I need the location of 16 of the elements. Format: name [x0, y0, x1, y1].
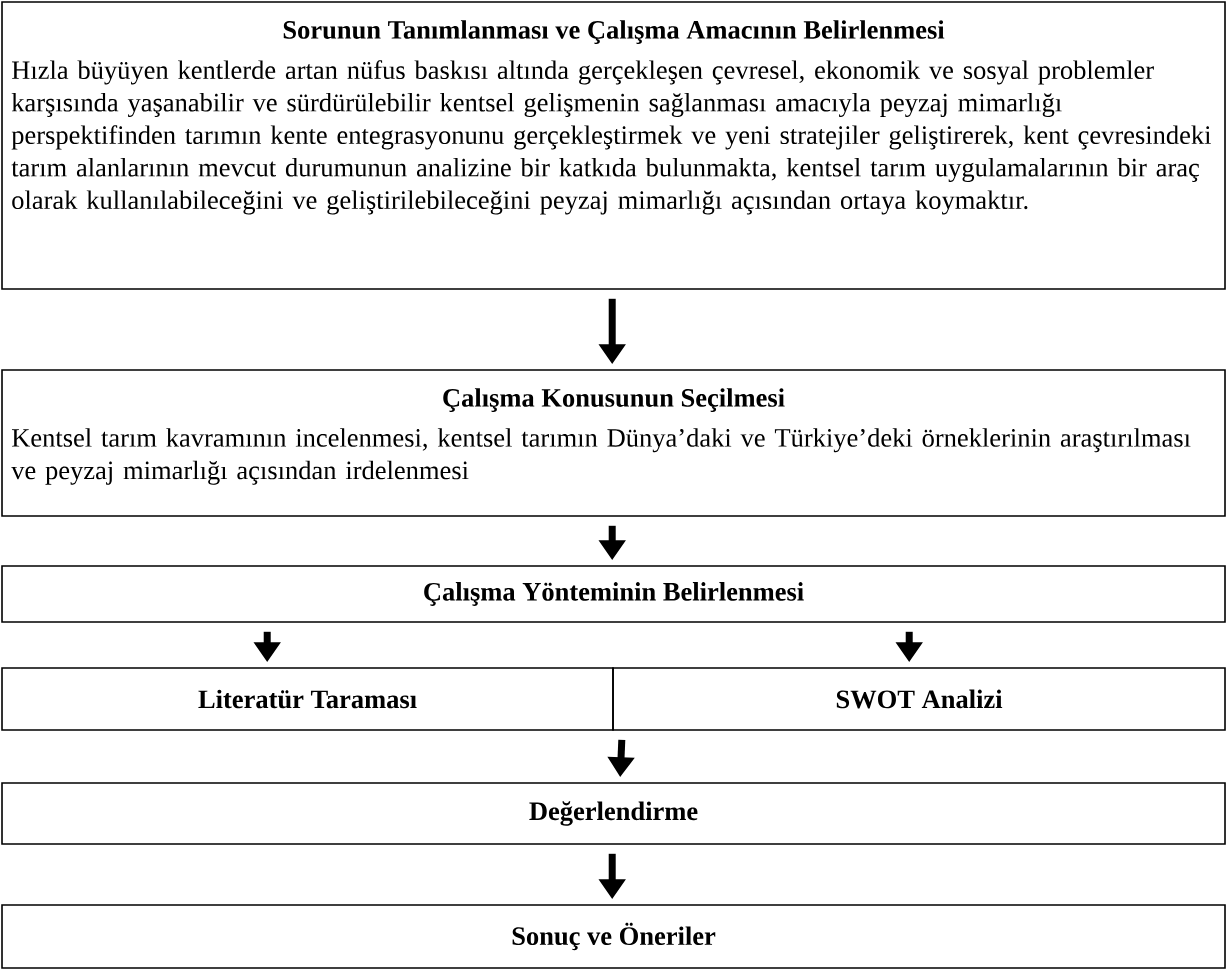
process-box: [1, 667, 614, 731]
box-heading: Sonuç ve Öneriler: [512, 922, 716, 951]
box-heading: SWOT Analizi: [836, 689, 1003, 709]
box-heading: Çalışma Yönteminin Belirlenmesi: [424, 582, 804, 606]
process-box: [1, 904, 1226, 969]
process-box: [1, 782, 1226, 845]
process-box: [1, 369, 1226, 517]
box-heading: Değerlendirme: [529, 801, 698, 826]
box-heading: Literatür Taraması: [198, 689, 417, 709]
box-body-text: Hızla büyüyen kentlerde artan nüfus baskısı altında gerçekleşen çevresel, ekonomik ve sosyal problemler karşısında yaşanabilir ve sürdürülebilir kentsel gelişmenin sağlanması amacıyla peyzaj mimarlığı perspektifinden tarımın kente entegrasyonunu gerçekleştirmek ve yeni stratejiler geliştirerek, kent çevresindeki tarım alanlarının mevcut durumunun analizine bir katkıda bulunmakta, kentsel tarım uygulamalarının bir araç olarak kullanılabileceğini ve geliştirilebileceğini peyzaj mimarlığı açısından ortaya koymaktır.: [11, 60, 1211, 215]
box-heading: Çalışma Konusunun Seçilmesi: [443, 388, 785, 413]
process-box: [612, 667, 1226, 731]
box-heading: Sorunun Tanımlanması ve Çalışma Amacının Belirlenmesi: [283, 20, 945, 45]
box-body-text: Kentsel tarım kavramının incelenmesi, kentsel tarımın Dünya’daki ve Türkiye’deki örneklerinin araştırılması ve peyzaj mimarlığı açısından irdelenmesi: [11, 428, 1191, 485]
process-box: [1, 1, 1226, 290]
process-box: [1, 565, 1226, 623]
